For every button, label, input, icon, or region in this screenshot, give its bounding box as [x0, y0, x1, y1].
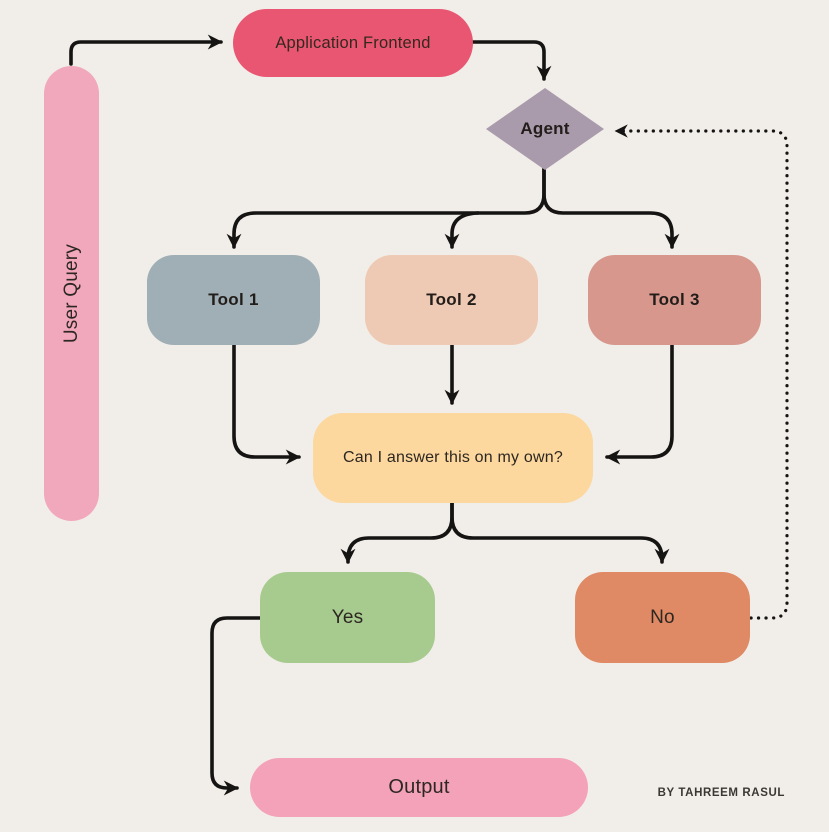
- node-user-query: User Query: [44, 66, 99, 521]
- edge-question-to-yes: [340, 501, 454, 564]
- node-question: Can I answer this on my own?: [313, 413, 593, 503]
- node-output: Output: [250, 758, 588, 817]
- edge-app-frontend-to-agent: [471, 40, 552, 81]
- node-yes-label: Yes: [331, 606, 364, 628]
- node-question-label: Can I answer this on my own?: [343, 449, 563, 466]
- author-credit: BY TAHREEM RASUL: [657, 787, 785, 799]
- node-no-label: No: [650, 606, 675, 628]
- edge-tool-1-to-question: [232, 343, 301, 465]
- node-agent-label: Agent: [520, 119, 570, 138]
- node-tool-1-label: Tool 1: [208, 290, 259, 309]
- edge-yes-to-output: [210, 616, 262, 796]
- node-tool-2-label: Tool 2: [426, 290, 477, 309]
- edge-agent-to-tool-2: [444, 211, 480, 249]
- node-tool-3: Tool 3: [588, 255, 761, 345]
- edge-no-to-agent-dotted: [614, 124, 789, 620]
- edge-user-query-to-app-frontend: [69, 34, 223, 66]
- node-application-frontend-label: Application Frontend: [275, 33, 431, 52]
- node-tool-1: Tool 1: [147, 255, 320, 345]
- edge-question-to-no: [450, 501, 670, 564]
- node-output-label: Output: [388, 776, 450, 798]
- node-yes: Yes: [260, 572, 435, 663]
- node-tool-3-label: Tool 3: [649, 290, 700, 309]
- node-user-query-label: User Query: [60, 243, 82, 344]
- node-no: No: [575, 572, 750, 663]
- edge-agent-to-tool-1: [226, 167, 546, 249]
- node-tool-2: Tool 2: [365, 255, 538, 345]
- node-application-frontend: Application Frontend: [233, 9, 473, 77]
- edge-agent-to-tool-3: [542, 167, 680, 249]
- edge-tool-3-to-question: [605, 343, 674, 465]
